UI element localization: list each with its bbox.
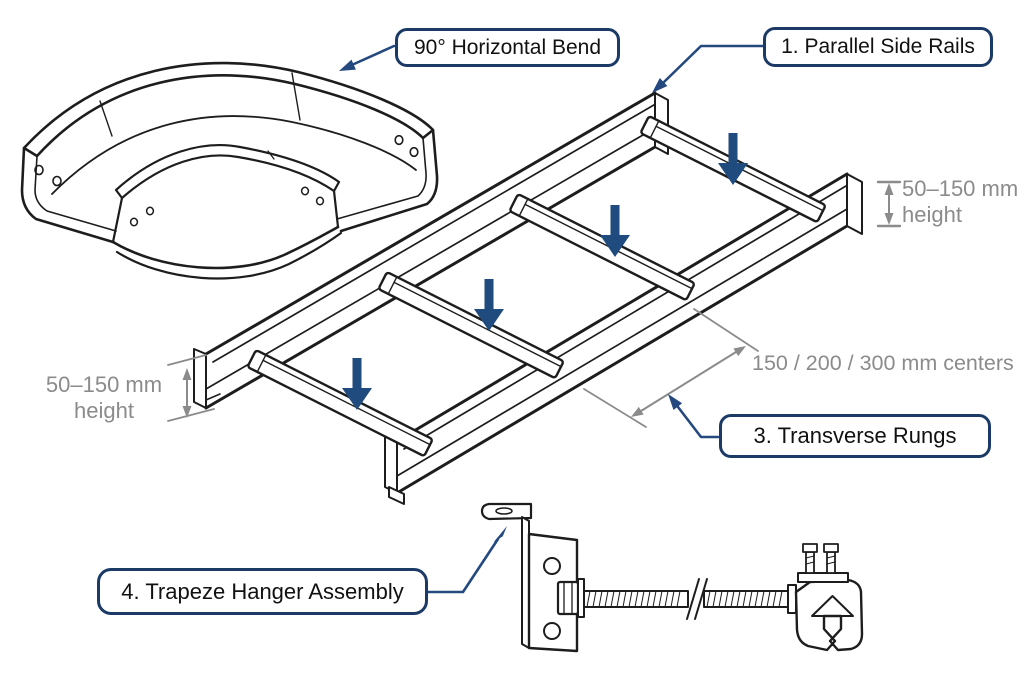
bend-drawing bbox=[20, 61, 439, 280]
callout-connectors bbox=[339, 44, 765, 594]
callout-parallel-side-rails: 1. Parallel Side Rails bbox=[763, 27, 993, 67]
dim-rung-spacing-text: 150 / 200 / 300 mm centers bbox=[752, 351, 1014, 375]
hanger-drawing bbox=[480, 502, 864, 653]
callout-trapeze-hanger: 4. Trapeze Hanger Assembly bbox=[97, 568, 428, 615]
rung bbox=[247, 349, 433, 457]
side-rail-near bbox=[384, 172, 863, 505]
dim-height-left-value: 50–150 mm bbox=[45, 372, 163, 397]
rung bbox=[378, 271, 564, 379]
ladder-drawing bbox=[193, 91, 863, 505]
callout-trapeze-hanger-label: 4. Trapeze Hanger Assembly bbox=[121, 578, 404, 604]
load-arrow-icon bbox=[342, 358, 372, 410]
connector-side-rails bbox=[652, 44, 765, 93]
load-arrow-icon bbox=[474, 279, 504, 331]
callout-transverse-rungs: 3. Transverse Rungs bbox=[719, 414, 991, 458]
dim-label-height-right: 50–150 mm height bbox=[902, 176, 1018, 228]
callout-horizontal-bend-label: 90° Horizontal Bend bbox=[413, 35, 601, 59]
callout-horizontal-bend: 90° Horizontal Bend bbox=[395, 28, 620, 67]
load-arrows bbox=[342, 133, 748, 410]
connector-hanger bbox=[426, 526, 507, 594]
dim-height-right-value: 50–150 mm bbox=[902, 176, 1019, 201]
dimension-lines bbox=[167, 180, 902, 428]
callout-transverse-rungs-label: 3. Transverse Rungs bbox=[753, 423, 957, 448]
rung bbox=[509, 193, 695, 301]
connector-bend bbox=[339, 44, 396, 71]
dim-rung-spacing bbox=[583, 308, 759, 428]
side-rail-far bbox=[193, 91, 669, 410]
dim-height-left bbox=[167, 354, 215, 422]
dim-height-right-word: height bbox=[902, 202, 962, 227]
load-arrow-icon bbox=[600, 205, 630, 257]
dim-height-left-word: height bbox=[74, 398, 134, 423]
callout-parallel-side-rails-label: 1. Parallel Side Rails bbox=[781, 35, 975, 58]
connector-rungs bbox=[668, 394, 720, 439]
load-arrow-icon bbox=[718, 133, 748, 185]
dim-label-rung-spacing: 150 / 200 / 300 mm centers bbox=[752, 350, 1014, 376]
dim-label-height-left: 50–150 mm height bbox=[38, 372, 170, 424]
dim-height-right bbox=[876, 180, 902, 228]
